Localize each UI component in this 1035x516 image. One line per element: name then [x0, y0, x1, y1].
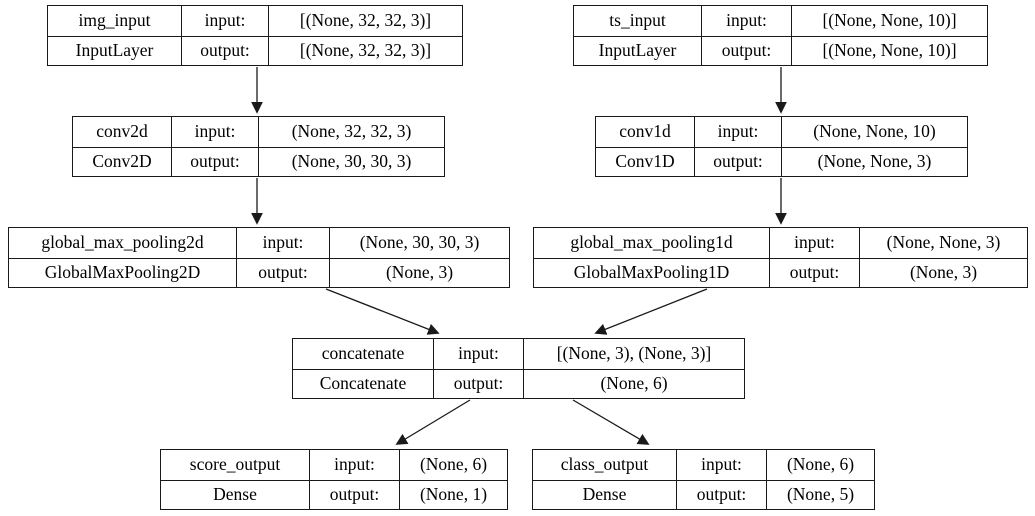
output-shape: (None, 3) — [859, 257, 1027, 287]
output-shape: (None, 6) — [523, 368, 744, 398]
output-label: output: — [309, 479, 399, 509]
output-shape: [(None, None, 10)] — [791, 35, 987, 65]
input-label: input: — [236, 228, 329, 258]
output-label: output: — [171, 146, 258, 176]
layer-type: GlobalMaxPooling2D — [9, 257, 236, 288]
layer-name: global_max_pooling1d — [570, 232, 733, 253]
input-shape: [(None, None, 10)] — [791, 6, 987, 36]
output-label: output: — [236, 257, 329, 287]
edge-concatenate-class_output — [572, 399, 650, 445]
output-shape: (None, 5) — [766, 479, 874, 509]
input-label: input: — [701, 6, 791, 36]
layer-name: ts_input — [609, 10, 666, 31]
node-global_max_pooling2d: global_max_pooling2d input: (None, 30, 3… — [8, 227, 510, 288]
layer-name: concatenate — [321, 343, 405, 364]
input-shape: [(None, 3), (None, 3)] — [523, 339, 744, 369]
input-label: input: — [676, 450, 766, 480]
layer-type: InputLayer — [574, 35, 701, 66]
node-conv1d: conv1d input: (None, None, 10) Conv1D ou… — [595, 116, 968, 177]
layer-name: conv1d — [619, 121, 671, 142]
input-label: input: — [433, 339, 523, 369]
node-conv2d: conv2d input: (None, 32, 32, 3) Conv2D o… — [72, 116, 445, 177]
node-img_input: img_input input: [(None, 32, 32, 3)] Inp… — [47, 5, 463, 66]
output-label: output: — [769, 257, 859, 287]
input-shape: (None, 30, 30, 3) — [329, 228, 509, 258]
input-shape: (None, None, 10) — [781, 117, 967, 147]
layer-type: InputLayer — [48, 35, 181, 66]
layer-name: class_output — [560, 454, 649, 475]
input-label: input: — [694, 117, 781, 147]
node-class_output: class_output input: (None, 6) Dense outp… — [532, 449, 875, 510]
input-shape: (None, 32, 32, 3) — [258, 117, 444, 147]
layer-name: score_output — [189, 454, 281, 475]
output-shape: (None, 30, 30, 3) — [258, 146, 444, 176]
output-shape: (None, None, 3) — [781, 146, 967, 176]
edge-global_max_pooling1d-concatenate — [594, 288, 708, 335]
output-label: output: — [433, 368, 523, 398]
input-shape: (None, 6) — [766, 450, 874, 480]
input-shape: (None, 6) — [399, 450, 507, 480]
edge-concatenate-score_output — [395, 399, 471, 445]
output-label: output: — [676, 479, 766, 509]
node-score_output: score_output input: (None, 6) Dense outp… — [160, 449, 508, 510]
node-concatenate: concatenate input: [(None, 3), (None, 3)… — [292, 338, 745, 399]
node-ts_input: ts_input input: [(None, None, 10)] Input… — [573, 5, 988, 66]
input-label: input: — [769, 228, 859, 258]
output-label: output: — [181, 35, 268, 65]
layer-name: conv2d — [96, 121, 148, 142]
layer-type: Conv1D — [596, 146, 694, 177]
layer-type: Dense — [161, 479, 309, 510]
layer-type: Concatenate — [293, 368, 433, 399]
output-shape: (None, 3) — [329, 257, 509, 287]
input-shape: [(None, 32, 32, 3)] — [268, 6, 462, 36]
output-shape: [(None, 32, 32, 3)] — [268, 35, 462, 65]
layer-type: Dense — [533, 479, 676, 510]
output-shape: (None, 1) — [399, 479, 507, 509]
layer-type: GlobalMaxPooling1D — [534, 257, 769, 288]
node-global_max_pooling1d: global_max_pooling1d input: (None, None,… — [533, 227, 1028, 288]
input-label: input: — [309, 450, 399, 480]
layer-type: Conv2D — [73, 146, 171, 177]
layer-name: img_input — [78, 10, 151, 31]
edge-global_max_pooling2d-concatenate — [325, 288, 440, 335]
output-label: output: — [694, 146, 781, 176]
input-shape: (None, None, 3) — [859, 228, 1027, 258]
input-label: input: — [171, 117, 258, 147]
input-label: input: — [181, 6, 268, 36]
output-label: output: — [701, 35, 791, 65]
layer-name: global_max_pooling2d — [41, 232, 204, 253]
